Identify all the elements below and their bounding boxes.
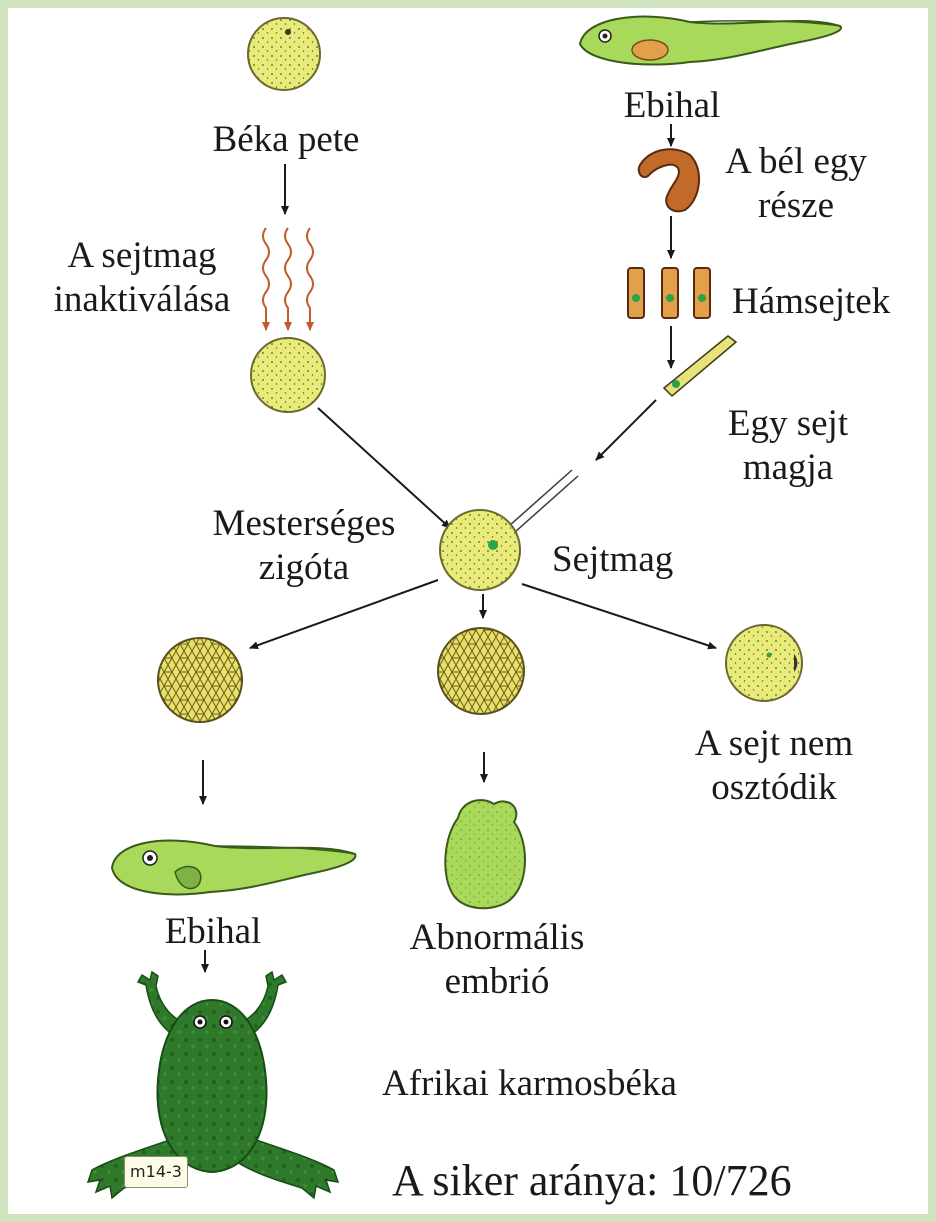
label-inactivation-2: inaktiválása — [54, 278, 231, 322]
label-tadpole-top: Ebihal — [624, 84, 721, 128]
label-abnormal-1: Abnormális — [410, 916, 585, 960]
label-success-ratio: A siker aránya: 10/726 — [392, 1156, 792, 1206]
abnormal-embryo — [445, 800, 525, 908]
label-gut-1: A bél egy — [725, 140, 867, 184]
dividing-embryo-left — [158, 638, 242, 722]
label-artificial-2: zigóta — [259, 546, 349, 590]
label-abnormal-2: embrió — [445, 960, 550, 1004]
inactivated-egg — [251, 338, 325, 412]
label-tadpole-bottom: Ebihal — [165, 910, 262, 954]
pipette-top — [664, 336, 736, 396]
label-epithelial-cells: Hámsejtek — [732, 280, 890, 324]
diagram-frame: Béka pete A sejtmag inaktiválása Ebihal … — [8, 8, 928, 1214]
label-frog-egg: Béka pete — [213, 118, 360, 162]
label-cell-nucleus-1: Egy sejt — [728, 402, 848, 446]
tadpole-bottom — [112, 841, 355, 895]
inactivation-rays — [263, 228, 313, 330]
arrow-pipette-to-zygote — [596, 400, 656, 460]
label-inactivation-1: A sejtmag — [67, 234, 216, 278]
label-gut-2: része — [758, 184, 834, 228]
dividing-embryo-middle — [438, 628, 524, 714]
label-artificial-1: Mesterséges — [213, 502, 396, 546]
frog-egg — [248, 18, 320, 90]
arrow-zygote-left — [250, 580, 438, 648]
epithelial-cells — [628, 268, 710, 318]
tadpole-top — [580, 17, 841, 65]
figure-id-badge: m14-3 — [124, 1156, 188, 1188]
label-no-division-1: A sejt nem — [695, 722, 853, 766]
label-clawed-frog: Afrikai karmosbéka — [382, 1062, 677, 1106]
label-nucleus: Sejtmag — [552, 538, 673, 582]
arrow-zygote-right — [522, 584, 716, 648]
gut-piece — [639, 149, 699, 211]
label-no-division-2: osztódik — [711, 766, 836, 810]
non-dividing-cell — [726, 625, 802, 701]
label-cell-nucleus-2: magja — [743, 446, 833, 490]
